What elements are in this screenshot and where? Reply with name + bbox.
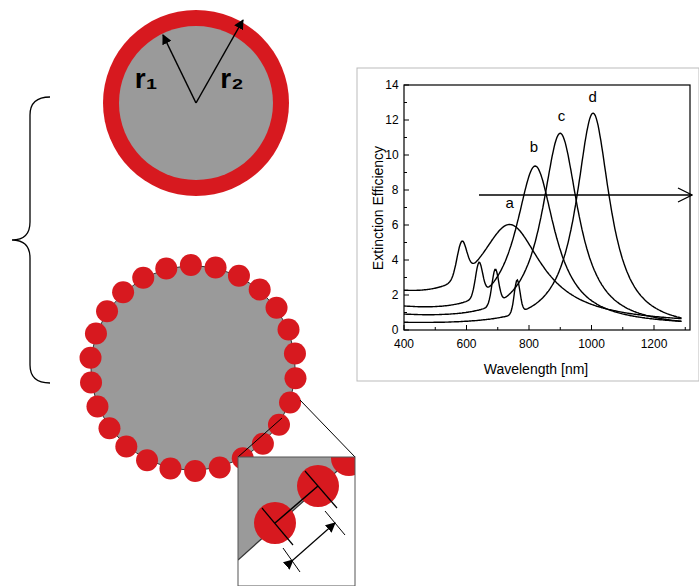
tick bbox=[654, 325, 655, 330]
tick bbox=[435, 327, 436, 330]
tick bbox=[404, 190, 409, 191]
axis-title: Extinction Efficiency bbox=[371, 146, 385, 270]
dimension-line bbox=[275, 486, 318, 523]
zoom-line bbox=[238, 418, 282, 457]
nanoparticle bbox=[266, 297, 288, 319]
tick-label: 0 bbox=[392, 324, 399, 336]
tick bbox=[404, 85, 409, 86]
spectrum-curve bbox=[404, 113, 682, 322]
plot-frame bbox=[404, 85, 690, 330]
zoom-inset bbox=[238, 457, 355, 586]
tick-label: 1000 bbox=[578, 338, 605, 350]
nanoparticle bbox=[132, 267, 154, 289]
radius-label: r₂ bbox=[220, 65, 243, 93]
spectrum-curve bbox=[404, 225, 682, 319]
nanoparticle bbox=[136, 449, 158, 471]
tick bbox=[404, 172, 407, 173]
tick-label: 8 bbox=[392, 184, 399, 196]
nanoparticle bbox=[96, 300, 118, 322]
tick bbox=[404, 277, 407, 278]
chart-panel bbox=[357, 68, 699, 381]
nanoparticle bbox=[115, 436, 137, 458]
nanoparticle bbox=[159, 457, 181, 479]
dimension-tick bbox=[262, 508, 293, 545]
nanoparticle bbox=[184, 460, 206, 482]
nanoparticle bbox=[228, 265, 250, 287]
axis-ticks bbox=[404, 85, 685, 330]
tick-label: 12 bbox=[385, 114, 398, 126]
tick bbox=[404, 120, 409, 121]
nanoparticle bbox=[284, 367, 306, 389]
tick bbox=[404, 207, 407, 208]
radius-label: r₁ bbox=[135, 65, 157, 93]
nanoparticle bbox=[98, 417, 120, 439]
nanoparticle bbox=[80, 372, 102, 394]
nanoparticle bbox=[80, 347, 102, 369]
nanoparticle bbox=[252, 433, 274, 455]
nanoparticle bbox=[205, 257, 227, 279]
tick bbox=[404, 260, 409, 261]
tick bbox=[404, 312, 407, 313]
dimension-tick bbox=[325, 511, 345, 535]
curve-label: b bbox=[530, 139, 538, 154]
tick-label: 2 bbox=[392, 289, 399, 301]
nanoparticle bbox=[86, 396, 108, 418]
nanoparticle bbox=[209, 456, 231, 478]
tick-label: 6 bbox=[392, 219, 399, 231]
dimension-tick bbox=[283, 548, 300, 572]
nanoparticle bbox=[279, 392, 301, 414]
tick bbox=[529, 325, 530, 330]
tick bbox=[404, 225, 409, 226]
bracket bbox=[12, 97, 50, 383]
tick bbox=[560, 327, 561, 330]
curve-label: c bbox=[558, 107, 566, 122]
tick bbox=[404, 295, 409, 296]
tick bbox=[404, 137, 407, 138]
tick-label: 4 bbox=[392, 254, 399, 266]
tick bbox=[404, 102, 407, 103]
tick-label: 10 bbox=[385, 149, 398, 161]
nanoparticle bbox=[85, 322, 107, 344]
dimension-arrow bbox=[293, 523, 335, 560]
tick-label: 800 bbox=[519, 338, 539, 350]
tick bbox=[497, 327, 498, 330]
tick-label: 600 bbox=[456, 338, 476, 350]
tick-label: 14 bbox=[385, 79, 398, 91]
tick bbox=[404, 325, 405, 330]
zoom-line bbox=[300, 400, 355, 457]
tick bbox=[622, 327, 623, 330]
nanoparticle bbox=[284, 342, 306, 364]
nanoparticles bbox=[80, 254, 307, 482]
spectra bbox=[404, 113, 682, 322]
nanoparticle bbox=[249, 278, 271, 300]
inset-frame bbox=[238, 457, 355, 586]
tick bbox=[466, 325, 467, 330]
spectrum-curve bbox=[404, 133, 682, 321]
tick bbox=[404, 242, 407, 243]
dimension-tick bbox=[305, 471, 337, 508]
curve-label: a bbox=[505, 195, 513, 210]
nanoparticle bbox=[155, 258, 177, 280]
radius-arrow bbox=[163, 35, 196, 103]
tick bbox=[404, 155, 409, 156]
nanoparticle bbox=[268, 414, 290, 436]
nanoparticle bbox=[278, 318, 300, 340]
nanoparticle bbox=[112, 281, 134, 303]
core bbox=[91, 266, 295, 470]
tick bbox=[404, 330, 409, 331]
radius-arrow bbox=[196, 20, 243, 103]
nanoparticle bbox=[180, 254, 202, 276]
shell bbox=[103, 10, 289, 196]
tick-label: 1200 bbox=[641, 338, 668, 350]
tick-label: 400 bbox=[394, 338, 414, 350]
curve-label: d bbox=[589, 88, 597, 103]
tick bbox=[685, 327, 686, 330]
axis-title: Wavelength [nm] bbox=[484, 362, 589, 376]
tick bbox=[591, 325, 592, 330]
